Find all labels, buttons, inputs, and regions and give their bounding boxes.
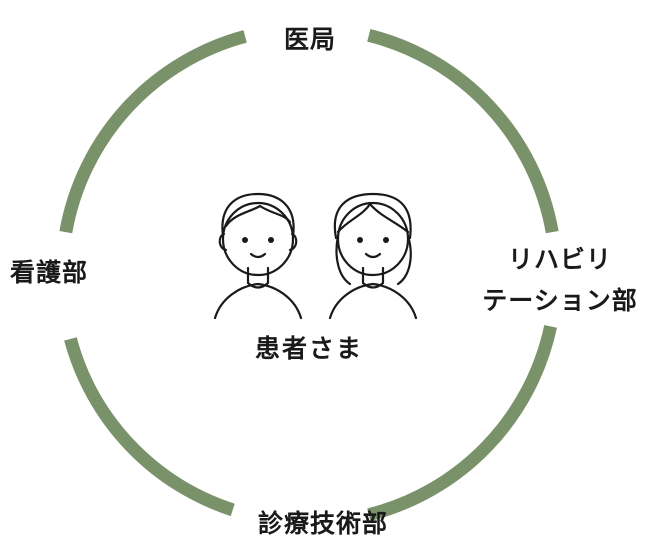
node-rehabilitation-line2: テーション部 xyxy=(482,285,638,315)
female-patient-icon xyxy=(328,192,418,320)
node-rehabilitation-line1: リハビリ xyxy=(507,245,612,274)
ring-arc-bottom-left xyxy=(64,337,235,517)
node-ikyoku-label: 医局 xyxy=(283,25,336,54)
male-patient-icon xyxy=(213,192,303,320)
ring-arc-top-left xyxy=(59,30,247,234)
ring-arc-top-right xyxy=(367,28,559,234)
patients-label: 患者さま xyxy=(254,334,363,363)
ring-arc-bottom-right xyxy=(367,325,557,522)
node-rehabilitation-label: リハビリ テーション部 xyxy=(470,240,650,321)
node-nursing-label: 看護部 xyxy=(10,258,89,287)
node-medical-technology-label: 診療技術部 xyxy=(257,509,388,538)
